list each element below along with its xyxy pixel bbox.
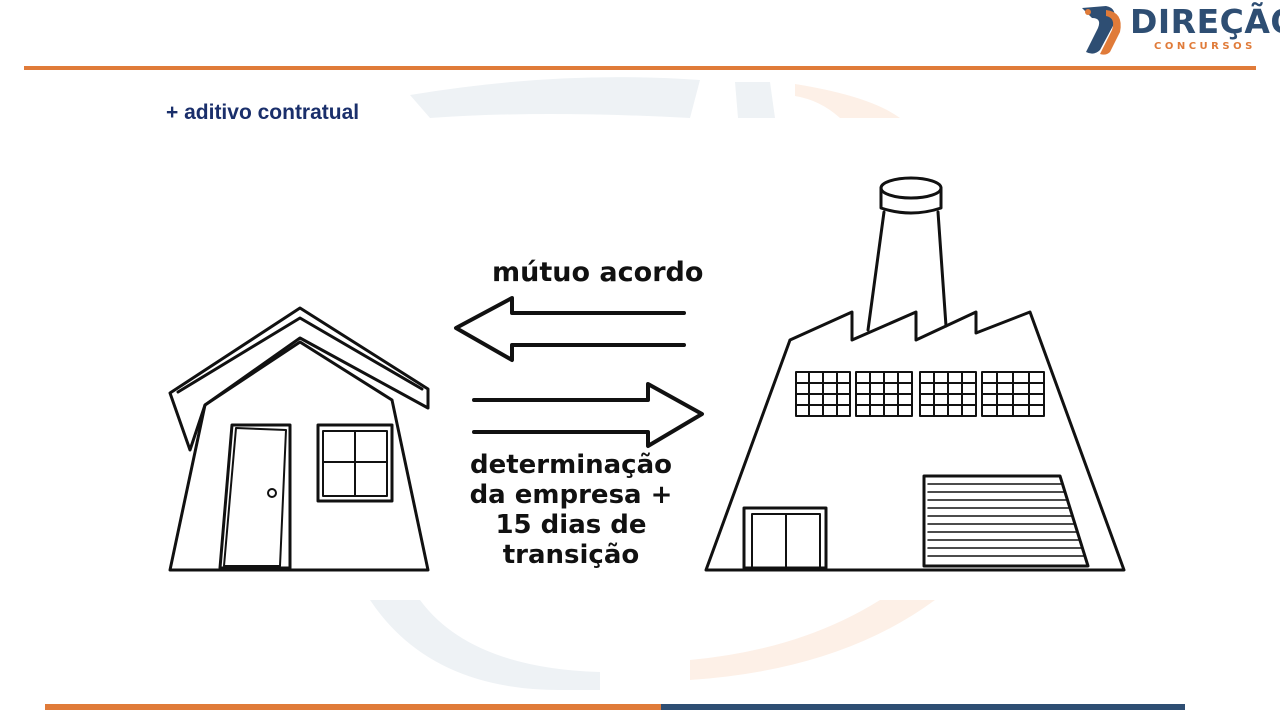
house-icon — [168, 306, 430, 572]
logo-wordmark: DIREÇÃO — [1130, 2, 1280, 41]
logo-tagline: CONCURSOS — [1154, 41, 1256, 52]
footer-bar-blue — [661, 704, 1185, 710]
company-determination-line: da empresa + — [469, 480, 673, 510]
company-determination-line: determinação — [469, 450, 672, 480]
factory-icon — [704, 176, 1126, 572]
footer-bar-orange — [45, 704, 661, 710]
slide-subtitle: + aditivo contratual — [166, 101, 360, 124]
company-determination-line: 15 dias de — [495, 510, 647, 540]
arrow-right-icon — [472, 382, 704, 448]
company-determination-line: transição — [502, 540, 640, 570]
brand-logo: DIREÇÃO CONCURSOS — [1074, 0, 1280, 60]
mutual-agreement-label: mútuo acordo — [492, 257, 704, 288]
header-divider — [24, 66, 1256, 70]
arrow-left-icon — [454, 296, 686, 362]
logo-emblem-icon — [1082, 6, 1121, 55]
company-determination-label: determinação da empresa + 15 dias de tra… — [456, 450, 686, 570]
